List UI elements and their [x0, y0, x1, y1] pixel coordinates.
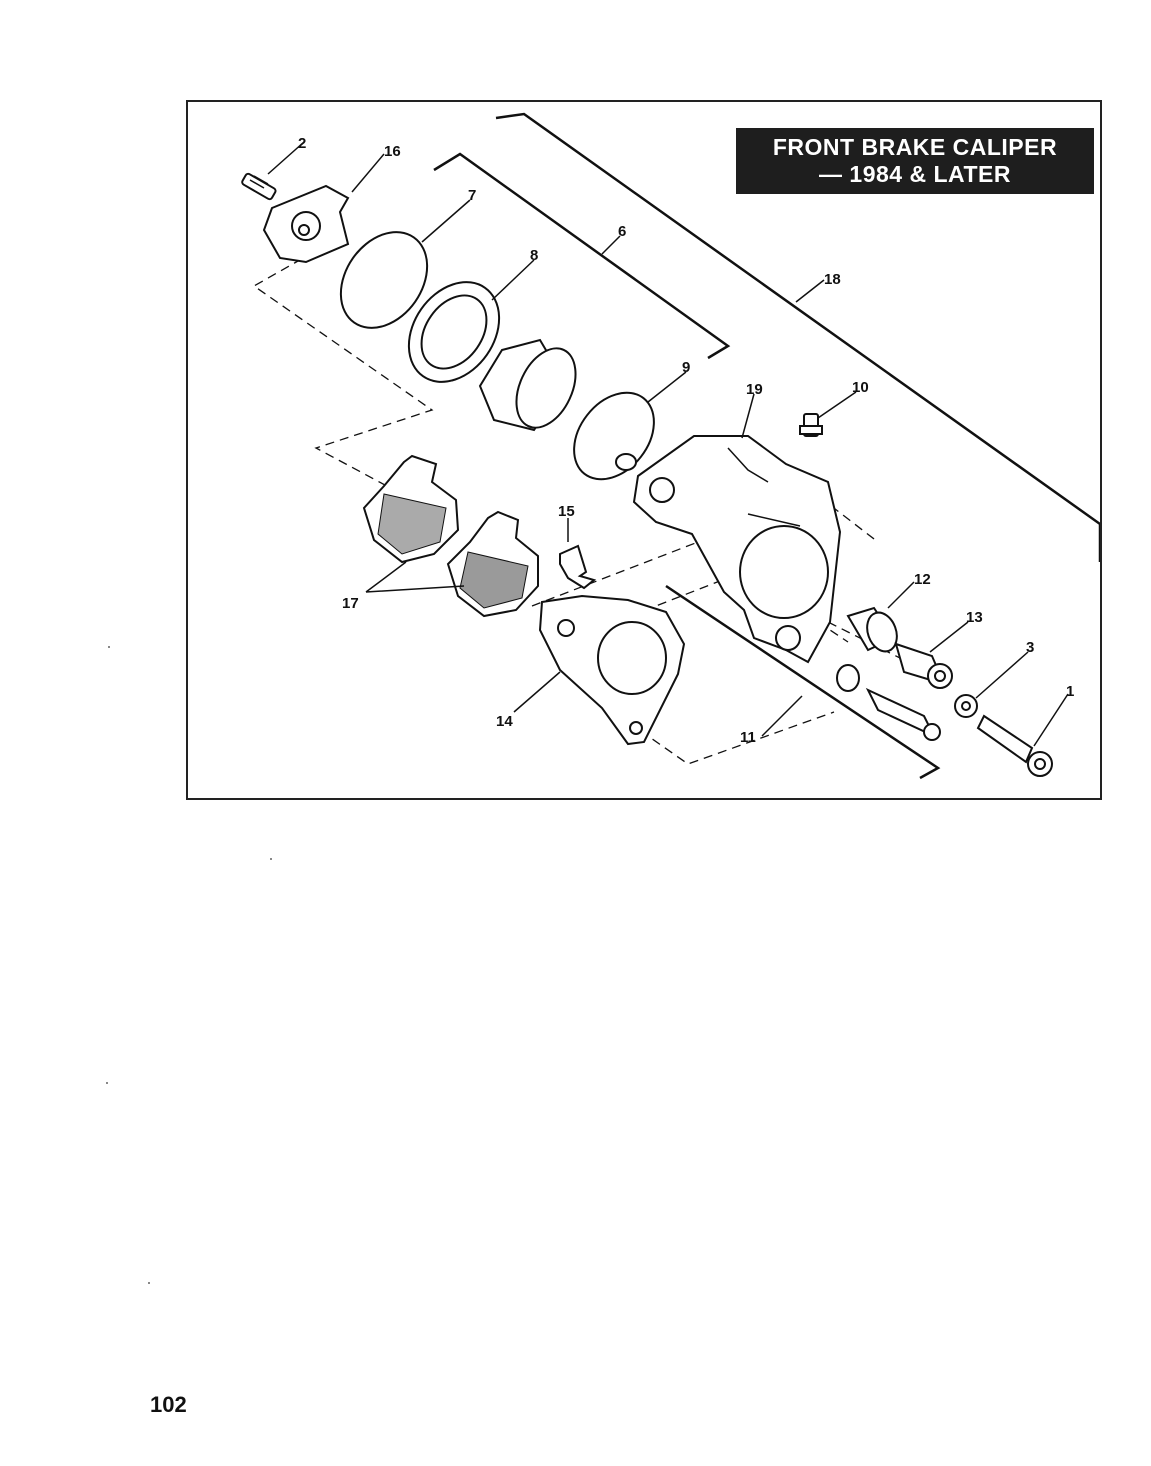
callout-6: 6 — [618, 223, 626, 240]
callout-2: 2 — [298, 135, 306, 152]
callout-3: 3 — [1026, 639, 1034, 656]
callout-14: 14 — [496, 713, 513, 730]
bracket-6 — [433, 152, 731, 360]
part-15-clip — [559, 544, 597, 590]
callout-16: 16 — [384, 143, 401, 160]
callout-15: 15 — [558, 503, 575, 520]
part-3-washer — [954, 694, 978, 718]
scan-speck — [108, 646, 110, 648]
leader-6 — [601, 235, 621, 255]
title-line-1: FRONT BRAKE CALIPER — [772, 134, 1058, 160]
part-19-caliper-body — [632, 435, 842, 664]
part-2-screw — [241, 172, 277, 201]
assembly-line-cover — [252, 243, 455, 523]
part-1-bolt — [976, 714, 1053, 777]
callout-13: 13 — [966, 609, 983, 626]
bracket-18 — [495, 112, 1100, 562]
leader-12 — [887, 581, 915, 609]
page-number: 102 — [150, 1392, 187, 1417]
leader-13 — [929, 621, 969, 653]
bracket-11 — [665, 584, 941, 780]
scan-speck — [270, 858, 272, 860]
leader-9 — [647, 371, 687, 403]
leader-2 — [267, 141, 305, 175]
part-13-sleeve — [894, 642, 953, 689]
diagram-title-box: FRONT BRAKE CALIPER — 1984 & LATER — [736, 128, 1094, 194]
leader-19 — [741, 393, 755, 439]
callout-8: 8 — [530, 247, 538, 264]
leader-18 — [795, 279, 825, 303]
leader-10 — [817, 391, 857, 419]
leader-17 — [365, 561, 465, 593]
part-17-brake-pad-inner — [446, 510, 539, 618]
part-piston — [478, 338, 577, 432]
callout-10: 10 — [852, 379, 869, 396]
part-9-seal — [573, 391, 655, 481]
callout-19: 19 — [746, 381, 763, 398]
leader-11 — [761, 695, 803, 737]
part-10-bleeder — [799, 413, 823, 437]
part-8-boot — [407, 281, 501, 383]
scan-speck — [106, 1082, 108, 1084]
leader-16 — [351, 153, 385, 193]
scan-speck — [148, 1282, 150, 1284]
part-o-ring — [836, 664, 860, 692]
leader-14 — [513, 671, 561, 713]
part-pin — [865, 687, 941, 741]
callout-17: 17 — [342, 595, 359, 612]
callout-9: 9 — [682, 359, 690, 376]
part-14-mounting-bracket — [538, 594, 686, 746]
callout-12: 12 — [914, 571, 931, 588]
leader-8 — [491, 259, 535, 301]
part-7-retaining-ring — [339, 231, 429, 329]
callout-18: 18 — [824, 271, 841, 288]
exploded-parts-diagram: 2 16 7 6 8 18 9 19 10 15 17 12 13 3 1 11… — [241, 112, 1100, 780]
callout-7: 7 — [468, 187, 476, 204]
title-line-2: — 1984 & LATER — [819, 161, 1011, 187]
leader-1 — [1033, 693, 1069, 747]
part-17-brake-pad-outer — [362, 454, 460, 564]
figure-frame: 2 16 7 6 8 18 9 19 10 15 17 12 13 3 1 11… — [186, 100, 1102, 800]
callout-11: 11 — [740, 729, 756, 746]
leader-7 — [421, 199, 471, 243]
part-12-bushing — [846, 606, 898, 653]
leader-3 — [975, 651, 1029, 699]
callout-1: 1 — [1066, 683, 1074, 700]
part-16-cover-plate — [262, 184, 350, 264]
